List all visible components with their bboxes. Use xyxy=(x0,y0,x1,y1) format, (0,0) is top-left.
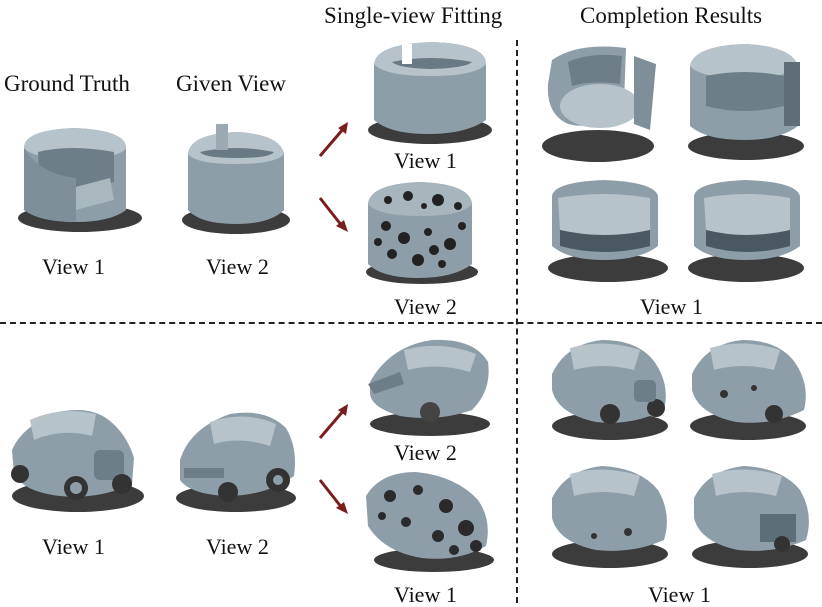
chair-completion-4-render xyxy=(688,180,804,282)
car-given-view-render xyxy=(176,412,296,512)
chair-gt-label: View 1 xyxy=(42,254,105,279)
horizontal-divider xyxy=(0,322,822,324)
car-fit-top-label: View 2 xyxy=(394,440,457,465)
vertical-divider xyxy=(516,40,518,603)
car-completion-2-render xyxy=(690,340,806,440)
chair-given-view-render xyxy=(182,124,290,234)
header-single-view-fitting: Single-view Fitting xyxy=(324,3,503,28)
car-completion-3-render xyxy=(552,466,668,568)
car-completion-label: View 1 xyxy=(648,582,711,607)
chair-fit-bottom-label: View 2 xyxy=(394,294,457,319)
chair-fit-view2-render xyxy=(366,182,478,284)
chair-fit-view1-render xyxy=(368,42,492,144)
car-gt-label: View 1 xyxy=(42,534,105,559)
chair-completion-3-render xyxy=(548,180,668,282)
chair-given-label: View 2 xyxy=(206,254,269,279)
car-fit-view1-render xyxy=(366,472,494,572)
header-completion-results: Completion Results xyxy=(580,3,763,28)
header-given-view: Given View xyxy=(176,71,286,96)
chair-fit-arrows xyxy=(318,122,348,232)
car-fit-view2-render xyxy=(368,339,490,436)
car-completion-4-render xyxy=(692,466,809,568)
car-fit-bottom-label: View 1 xyxy=(394,582,457,607)
car-fit-arrows xyxy=(318,404,348,514)
car-ground-truth-render xyxy=(11,410,144,512)
chair-completion-2-render xyxy=(688,44,804,160)
chair-completion-1-render xyxy=(542,46,656,162)
car-completion-1-render xyxy=(552,340,668,440)
header-ground-truth: Ground Truth xyxy=(4,71,130,96)
car-given-label: View 2 xyxy=(206,534,269,559)
chair-ground-truth-render xyxy=(18,128,142,232)
chair-fit-top-label: View 1 xyxy=(394,148,457,173)
chair-completion-label: View 1 xyxy=(640,294,703,319)
